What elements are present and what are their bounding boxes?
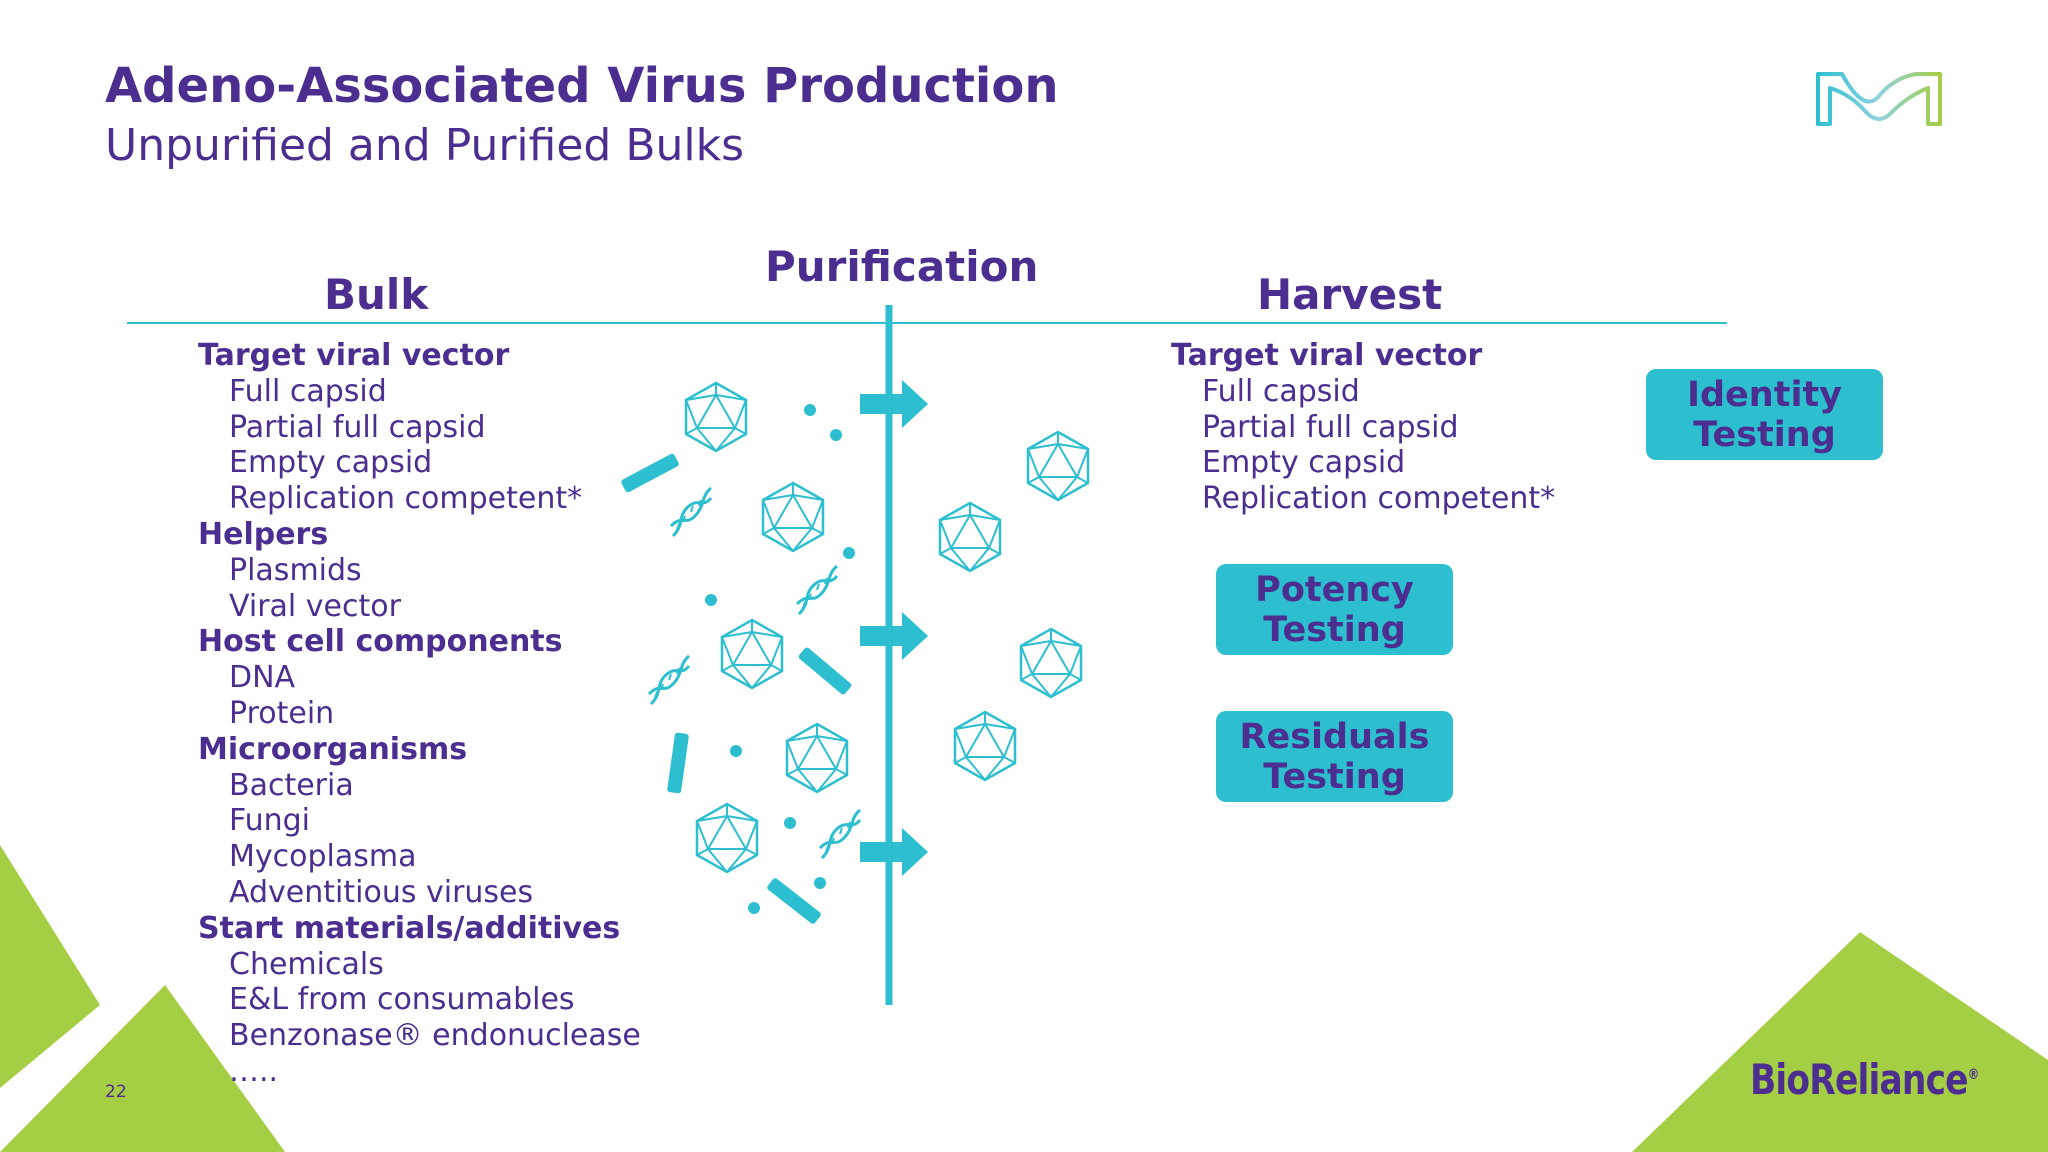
dna-helix-icon bbox=[647, 654, 691, 706]
dna-helix-icon bbox=[818, 808, 862, 860]
list-item: Empty capsid bbox=[1202, 445, 1406, 481]
badge-label: Potency Testing bbox=[1255, 569, 1414, 650]
list-item: Replication competent* bbox=[229, 481, 583, 517]
list-item: Partial full capsid bbox=[229, 409, 486, 445]
list-item: DNA bbox=[229, 660, 296, 696]
fragment-bar-icon bbox=[621, 453, 679, 493]
particle-dot-icon bbox=[843, 547, 855, 559]
harvest-heading: Harvest bbox=[1257, 270, 1443, 319]
page-subtitle: Unpurified and Purified Bulks bbox=[105, 120, 745, 171]
green-triangle-left bbox=[0, 845, 100, 1088]
brand-registered-mark: ® bbox=[1967, 1067, 1980, 1083]
potency-testing-badge: Potency Testing bbox=[1216, 564, 1453, 655]
particle-dot-icon bbox=[730, 745, 742, 757]
bulk-target-heading: Target viral vector bbox=[198, 338, 510, 373]
harvest-target-heading: Target viral vector bbox=[1171, 338, 1483, 373]
fragment-bar-icon bbox=[767, 878, 821, 924]
fragment-bar-icon bbox=[798, 647, 852, 695]
capsid-icon bbox=[938, 501, 1002, 573]
arrow-right-icon bbox=[860, 380, 928, 428]
list-item: E&L from consumables bbox=[229, 982, 575, 1018]
harvest-list: Target viral vector Full capsid Partial … bbox=[1171, 338, 1555, 517]
bulk-list: Target viral vector Full capsid Partial … bbox=[198, 338, 641, 1090]
identity-testing-badge: Identity Testing bbox=[1646, 369, 1883, 460]
bulk-host-heading: Host cell components bbox=[198, 624, 563, 660]
list-item: Partial full capsid bbox=[1202, 409, 1459, 445]
brand-name: BioReliance bbox=[1750, 1055, 1969, 1104]
particle-dot-icon bbox=[784, 817, 796, 829]
residuals-testing-badge: Residuals Testing bbox=[1216, 711, 1453, 802]
list-item: Empty capsid bbox=[229, 445, 433, 481]
dna-helix-icon bbox=[669, 486, 713, 538]
list-item: Benzonase® endonuclease bbox=[229, 1018, 641, 1054]
capsid-icon bbox=[953, 710, 1017, 782]
bulk-micro-heading: Microorganisms bbox=[198, 731, 468, 767]
capsid-icon bbox=[1019, 627, 1083, 699]
capsid-icon bbox=[761, 481, 825, 553]
list-item: Full capsid bbox=[229, 373, 387, 409]
page-title: Adeno-Associated Virus Production bbox=[105, 58, 1059, 114]
bulk-helpers-heading: Helpers bbox=[198, 516, 329, 552]
list-item: Chemicals bbox=[229, 946, 384, 982]
bioreliance-logo: BioReliance® bbox=[1750, 1055, 1979, 1104]
bulk-start-heading: Start materials/additives bbox=[198, 910, 621, 946]
capsid-icon bbox=[720, 618, 784, 690]
list-item: Replication competent* bbox=[1202, 481, 1556, 517]
list-item: Viral vector bbox=[229, 588, 401, 624]
green-shape-bottom-right bbox=[1632, 932, 2048, 1152]
particle-dot-icon bbox=[804, 404, 816, 416]
list-item: Plasmids bbox=[229, 552, 362, 588]
fragment-bar-icon bbox=[667, 732, 689, 794]
purification-illustration bbox=[621, 380, 1090, 924]
green-triangle-bottom-left bbox=[0, 985, 285, 1152]
list-item: Mycoplasma bbox=[229, 839, 417, 875]
arrow-right-icon bbox=[860, 612, 928, 660]
page-number: 22 bbox=[105, 1082, 127, 1102]
particle-dot-icon bbox=[814, 877, 826, 889]
capsid-icon bbox=[1026, 430, 1090, 502]
particle-dot-icon bbox=[830, 429, 842, 441]
list-item: Fungi bbox=[229, 803, 311, 839]
purification-heading: Purification bbox=[765, 242, 1039, 291]
arrow-right-icon bbox=[860, 828, 928, 876]
badge-label: Residuals Testing bbox=[1239, 716, 1430, 797]
dna-helix-icon bbox=[795, 564, 839, 616]
list-item: Adventitious viruses bbox=[229, 874, 534, 910]
capsid-icon bbox=[695, 802, 759, 874]
merck-logo-icon bbox=[1816, 72, 1942, 126]
capsid-icon bbox=[684, 381, 748, 453]
particle-dot-icon bbox=[748, 902, 760, 914]
list-item: Full capsid bbox=[1202, 373, 1360, 409]
list-item: Bacteria bbox=[229, 767, 354, 803]
bulk-heading: Bulk bbox=[324, 270, 429, 319]
list-item: Protein bbox=[229, 695, 335, 731]
list-item: ….. bbox=[229, 1053, 279, 1089]
capsid-icon bbox=[785, 722, 849, 794]
badge-label: Identity Testing bbox=[1686, 374, 1842, 455]
particle-dot-icon bbox=[705, 594, 717, 606]
